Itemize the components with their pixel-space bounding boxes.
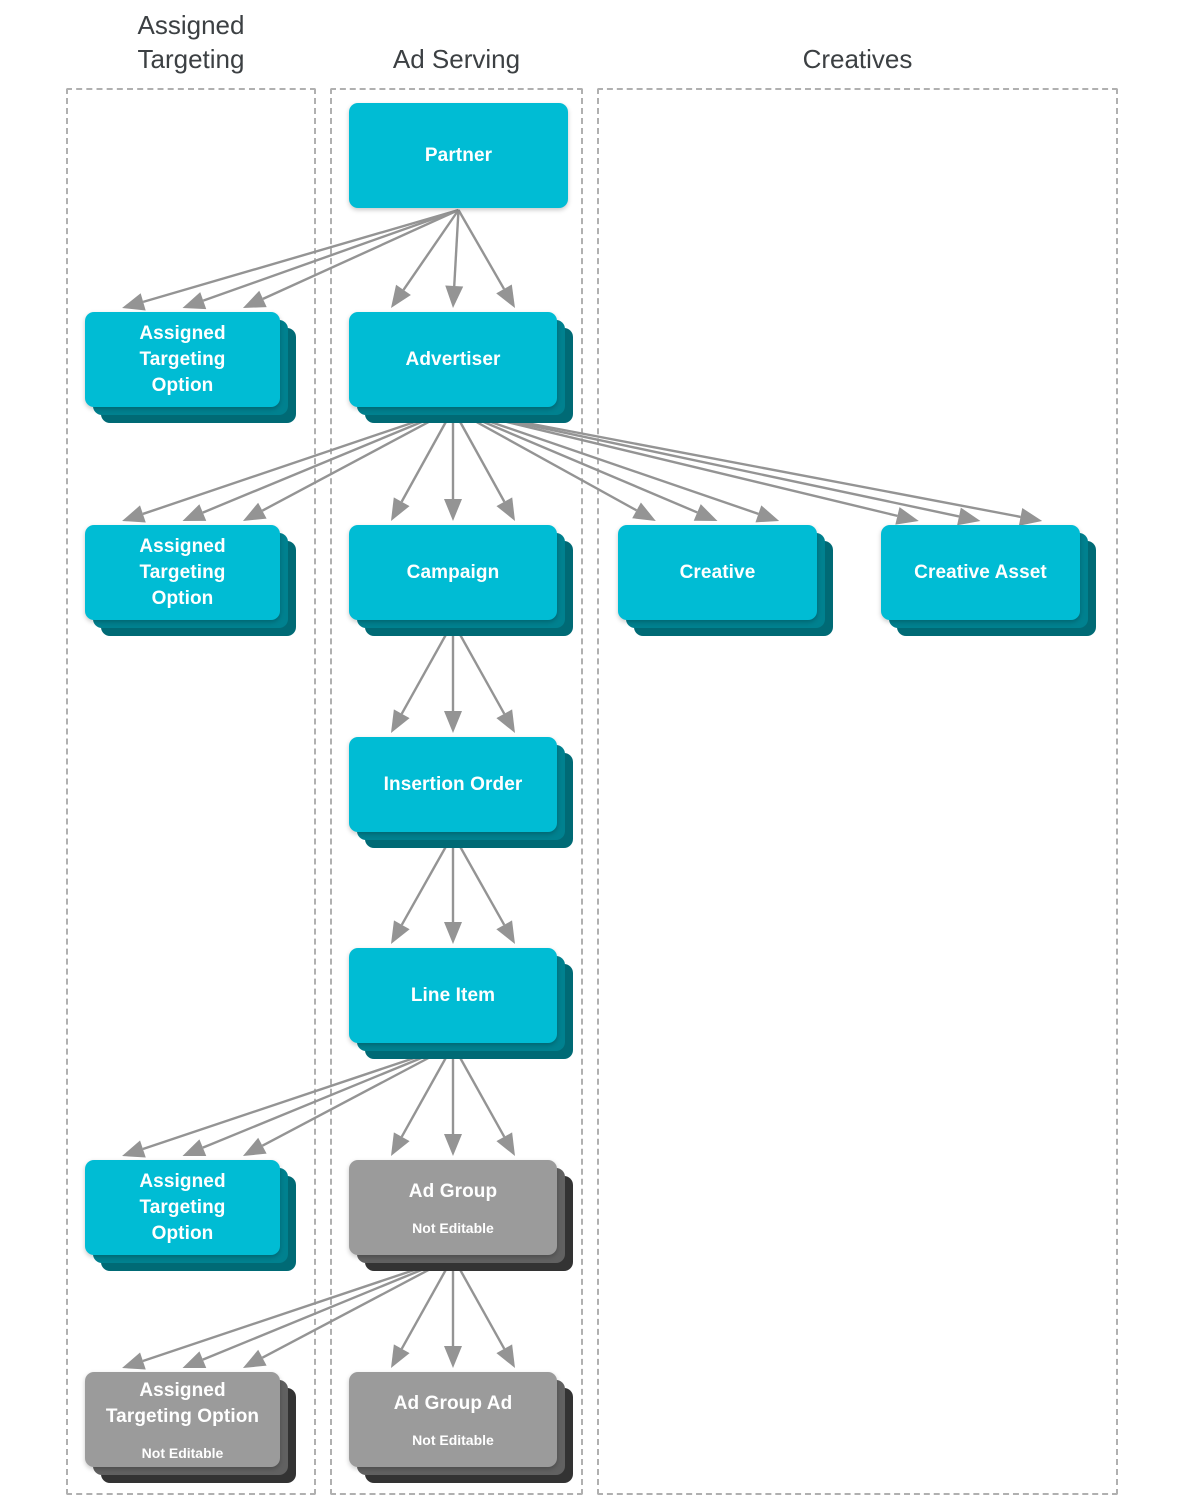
node-subtitle: Not Editable — [141, 1444, 224, 1461]
node-face: Line Item — [349, 948, 557, 1043]
node-title: Insertion Order — [383, 773, 523, 795]
group-box-ad-serving — [330, 88, 583, 1495]
node-advertiser[interactable]: Advertiser — [349, 312, 573, 423]
node-insertion-order[interactable]: Insertion Order — [349, 737, 573, 848]
node-creative[interactable]: Creative — [618, 525, 833, 636]
node-title: Creative — [679, 561, 756, 583]
column-heading-ad-serving: Ad Serving — [392, 44, 521, 74]
node-title: Campaign — [406, 561, 500, 583]
group-box-assigned-targeting — [66, 88, 316, 1495]
node-title: Partner — [424, 144, 493, 166]
node-title: Assigned Targeting Option — [139, 1170, 226, 1244]
column-heading-assigned-targeting: Assigned Targeting — [137, 10, 245, 74]
group-box-creatives — [597, 88, 1118, 1495]
node-face: Advertiser — [349, 312, 557, 407]
node-face: Campaign — [349, 525, 557, 620]
node-face: Ad Group Ad Not Editable — [349, 1372, 557, 1467]
node-campaign[interactable]: Campaign — [349, 525, 573, 636]
node-title: Line Item — [410, 984, 496, 1006]
node-face: Assigned Targeting Option — [85, 312, 280, 407]
node-face: Creative Asset — [881, 525, 1080, 620]
node-title: Creative Asset — [914, 561, 1047, 583]
node-subtitle: Not Editable — [412, 1431, 494, 1448]
node-line-item[interactable]: Line Item — [349, 948, 573, 1059]
node-face: Insertion Order — [349, 737, 557, 832]
node-assigned-targeting-2[interactable]: Assigned Targeting Option — [85, 525, 296, 636]
node-title: Assigned Targeting Option — [105, 1379, 260, 1427]
node-assigned-targeting-3[interactable]: Assigned Targeting Option — [85, 1160, 296, 1271]
node-ad-group-ad[interactable]: Ad Group Ad Not Editable — [349, 1372, 573, 1483]
node-face: Creative — [618, 525, 817, 620]
node-creative-asset[interactable]: Creative Asset — [881, 525, 1096, 636]
node-title: Advertiser — [405, 348, 501, 370]
node-face: Assigned Targeting Option — [85, 525, 280, 620]
node-title: Assigned Targeting Option — [139, 535, 226, 609]
node-partner[interactable]: Partner — [349, 103, 568, 208]
node-face: Assigned Targeting Option — [85, 1160, 280, 1255]
node-title: Ad Group — [408, 1180, 498, 1202]
node-title: Ad Group Ad — [393, 1392, 513, 1414]
node-face: Partner — [349, 103, 568, 208]
node-title: Assigned Targeting Option — [139, 322, 226, 396]
column-heading-creatives: Creatives — [802, 44, 913, 74]
node-subtitle: Not Editable — [412, 1219, 494, 1236]
node-assigned-targeting-1[interactable]: Assigned Targeting Option — [85, 312, 296, 423]
